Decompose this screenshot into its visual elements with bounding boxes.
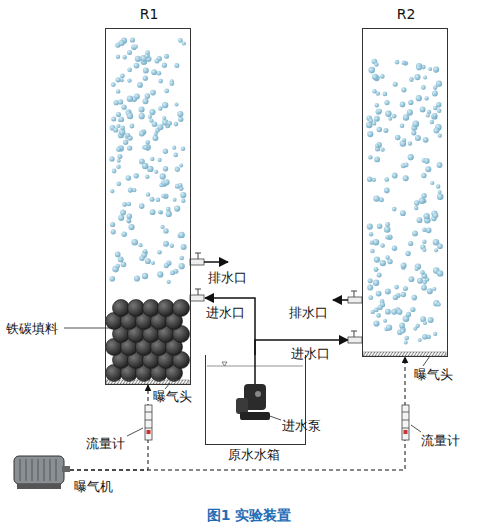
figure-caption: 图1 实验装置: [207, 507, 292, 525]
outlet-label: 排水口: [289, 305, 328, 320]
diffuser-label: 曝气头: [153, 389, 192, 404]
outlet-label: 排水口: [208, 270, 247, 285]
diffuser-label: 曝气头: [414, 367, 453, 382]
flowmeter-label: 流量计: [421, 433, 460, 448]
packing-label: 铁碳填料: [6, 321, 58, 336]
water-line: [205, 298, 255, 355]
node-text: R1: [140, 7, 159, 22]
node-text: R2: [397, 7, 416, 22]
node-text: 曝气机: [74, 479, 113, 494]
reactor-column: R2: [362, 28, 448, 357]
aerator: 曝气机: [10, 448, 70, 490]
inlet-label: 进水口: [291, 346, 330, 361]
pump-label: 进水泵: [282, 418, 321, 433]
reactor-column: R1: [105, 28, 191, 385]
air-line: [70, 357, 405, 470]
node-text: 原水水箱: [228, 447, 280, 462]
inlet-label: 进水口: [206, 305, 245, 320]
air-line: [70, 385, 148, 470]
flowmeter-label: 流量计: [86, 436, 125, 451]
